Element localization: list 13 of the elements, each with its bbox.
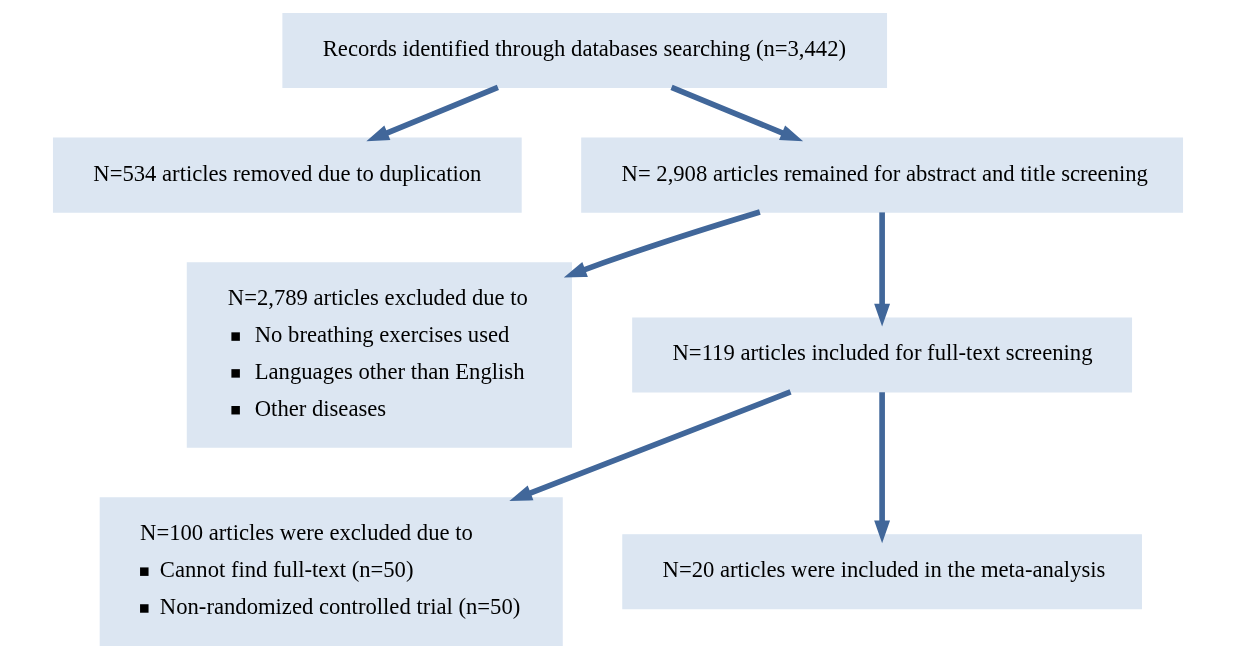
arrow [874, 212, 891, 327]
node-box: N= 2,908 articles remained for abstract and title screening [581, 137, 1184, 213]
arrow [670, 84, 804, 142]
arrow [874, 392, 891, 544]
arrow [366, 84, 499, 142]
node-box: N=2,789 articles excluded due to No breathing exercises used Languages other than English Other diseases [186, 262, 572, 448]
arrow [563, 209, 761, 278]
arrow [509, 389, 792, 502]
node-box: N=119 articles included for full-text screening [632, 317, 1133, 393]
node-box: N=534 articles removed due to duplication [52, 137, 522, 213]
node-box: Records identified through databases searching (n=3,442) [282, 13, 888, 89]
node-box: N=100 articles were excluded due to Cannot find full-text (n=50) Non-randomized controlled trial (n=50) [99, 497, 563, 646]
node-box: N=20 articles were included in the meta-analysis [622, 534, 1142, 610]
